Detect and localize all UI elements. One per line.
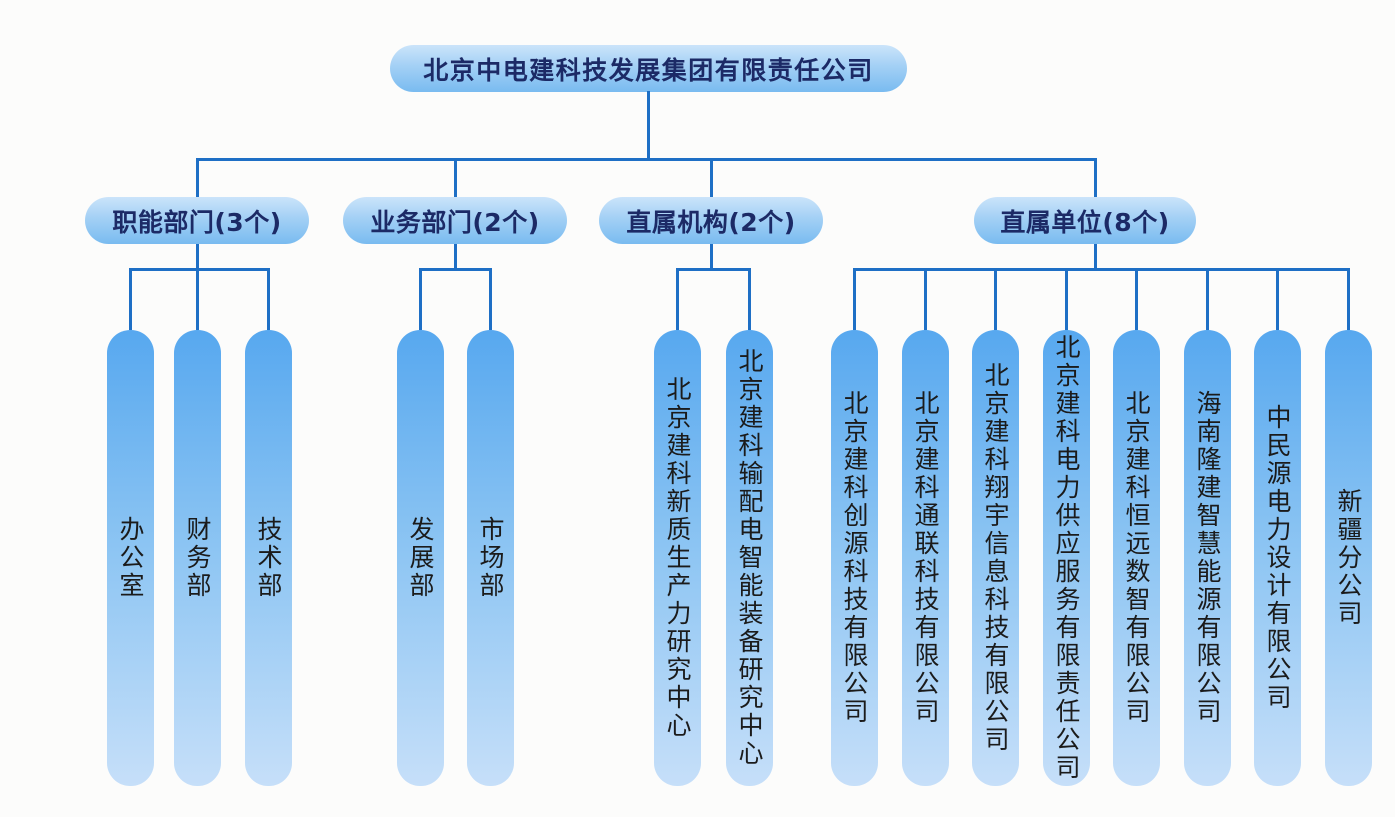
branch-node-label: 中民源电力设计有限公司: [1263, 404, 1292, 712]
connector-main-horizontal: [196, 158, 1097, 161]
branch-node-company-7: 中民源电力设计有限公司: [1254, 330, 1301, 786]
group-node-subsidiaries: 直属单位(8个): [974, 197, 1196, 244]
branch-node-company-5: 北京建科恒远数智有限公司: [1113, 330, 1160, 786]
branch-node-label: 市场部: [476, 516, 505, 600]
connector-horizontal-group2: [419, 268, 492, 271]
connector-horizontal-group4: [853, 268, 1350, 271]
group-node-label: 业务部门(2个): [370, 207, 540, 237]
group-node-label: 职能部门(3个): [112, 207, 282, 237]
branch-node-company-4: 北京建科电力供应服务有限责任公司: [1043, 330, 1090, 786]
root-node: 北京中电建科技发展集团有限责任公司: [390, 45, 907, 92]
branch-node-label: 海南隆建智慧能源有限公司: [1193, 390, 1222, 726]
branch-node-finance: 财务部: [174, 330, 221, 786]
branch-node-label: 发展部: [406, 516, 435, 600]
branch-node-company-6: 海南隆建智慧能源有限公司: [1184, 330, 1231, 786]
connector-child-drop: [1206, 268, 1209, 330]
connector-child-drop: [196, 268, 199, 330]
connector-stub-group2: [454, 244, 457, 271]
branch-node-label: 新疆分公司: [1334, 488, 1363, 628]
connector-stub-group4: [1094, 244, 1097, 271]
branch-node-development: 发展部: [397, 330, 444, 786]
connector-child-drop: [924, 268, 927, 330]
connector-drop-group1: [196, 158, 199, 198]
connector-child-drop: [1347, 268, 1350, 330]
branch-node-research-center-2: 北京建科输配电智能装备研究中心: [726, 330, 773, 786]
branch-node-label: 办公室: [116, 516, 145, 600]
connector-stub-group1: [196, 244, 199, 271]
branch-node-label: 北京建科恒远数智有限公司: [1122, 390, 1151, 726]
branch-node-label: 北京建科通联科技有限公司: [911, 390, 940, 726]
connector-drop-group4: [1094, 158, 1097, 198]
connector-drop-group2: [454, 158, 457, 198]
connector-stub-group3: [710, 244, 713, 271]
connector-child-drop: [419, 268, 422, 330]
branch-node-company-2: 北京建科通联科技有限公司: [902, 330, 949, 786]
branch-node-company-3: 北京建科翔宇信息科技有限公司: [972, 330, 1019, 786]
branch-node-label: 北京建科输配电智能装备研究中心: [735, 348, 764, 768]
connector-child-drop: [994, 268, 997, 330]
group-node-functional: 职能部门(3个): [85, 197, 309, 244]
branch-node-label: 北京建科翔宇信息科技有限公司: [981, 362, 1010, 754]
connector-child-drop: [853, 268, 856, 330]
connector-child-drop: [1276, 268, 1279, 330]
connector-child-drop: [1135, 268, 1138, 330]
branch-node-company-8: 新疆分公司: [1325, 330, 1372, 786]
branch-node-company-1: 北京建科创源科技有限公司: [831, 330, 878, 786]
group-node-business: 业务部门(2个): [343, 197, 567, 244]
connector-drop-group3: [710, 158, 713, 198]
branch-node-label: 财务部: [183, 516, 212, 600]
connector-horizontal-group1: [129, 268, 270, 271]
connector-child-drop: [1065, 268, 1068, 330]
connector-horizontal-group3: [676, 268, 751, 271]
connector-child-drop: [129, 268, 132, 330]
root-node-label: 北京中电建科技发展集团有限责任公司: [423, 55, 874, 85]
branch-node-label: 北京建科创源科技有限公司: [840, 390, 869, 726]
branch-node-label: 北京建科电力供应服务有限责任公司: [1052, 334, 1081, 782]
branch-node-label: 技术部: [254, 516, 283, 600]
connector-child-drop: [489, 268, 492, 330]
branch-node-market: 市场部: [467, 330, 514, 786]
group-node-label: 直属单位(8个): [1000, 207, 1170, 237]
branch-node-label: 北京建科新质生产力研究中心: [663, 376, 692, 740]
group-node-label: 直属机构(2个): [626, 207, 796, 237]
connector-child-drop: [267, 268, 270, 330]
branch-node-office: 办公室: [107, 330, 154, 786]
connector-root-vertical: [647, 91, 650, 160]
branch-node-research-center-1: 北京建科新质生产力研究中心: [654, 330, 701, 786]
branch-node-technology: 技术部: [245, 330, 292, 786]
connector-child-drop: [676, 268, 679, 330]
group-node-institutions: 直属机构(2个): [599, 197, 823, 244]
connector-child-drop: [748, 268, 751, 330]
